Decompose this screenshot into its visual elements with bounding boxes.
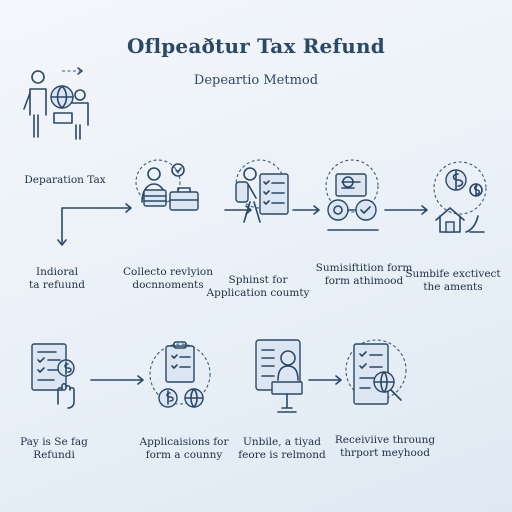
page-title: Oflpeaðtur Tax Refund xyxy=(127,34,385,58)
clipboard-money-icon xyxy=(149,338,212,418)
person-briefcase-icon xyxy=(132,159,204,222)
step-label-9: Unbile, a tiyad feore is relmond xyxy=(238,436,326,461)
step-label-3: Collecto revlyion docnnoments xyxy=(123,266,213,291)
step-label-2: Indioral ta refuund xyxy=(29,266,85,291)
arrow-4 xyxy=(90,375,146,385)
connector-start xyxy=(50,200,136,250)
step-label-4: Sphinst for Application coumty xyxy=(206,274,310,299)
document-hand-icon xyxy=(28,338,84,409)
arrow-1 xyxy=(224,205,254,215)
step-label-5: Sumisiftition form form athimood xyxy=(315,262,413,287)
house-money-icon xyxy=(430,158,492,250)
arrow-3 xyxy=(384,205,430,215)
traveler-checklist-icon xyxy=(230,159,300,230)
page-subtitle: Depeartio Metmod xyxy=(193,73,319,88)
step-label-6: Sumbife exctivect the aments xyxy=(405,268,501,293)
step-label-7: Pay is Se fag Refundi xyxy=(20,436,88,461)
step-label-1: Deparation Tax xyxy=(24,174,106,186)
step-label-10: Receiviive throung thrport meyhood xyxy=(334,434,436,459)
document-magnifier-icon xyxy=(344,336,408,420)
arrow-5 xyxy=(308,375,344,385)
arrow-2 xyxy=(292,205,322,215)
people-globe-icon xyxy=(22,65,94,145)
form-gears-icon xyxy=(322,159,384,240)
step-label-8: Applicaisions for form a counny xyxy=(139,436,229,461)
person-kiosk-icon xyxy=(254,336,312,420)
